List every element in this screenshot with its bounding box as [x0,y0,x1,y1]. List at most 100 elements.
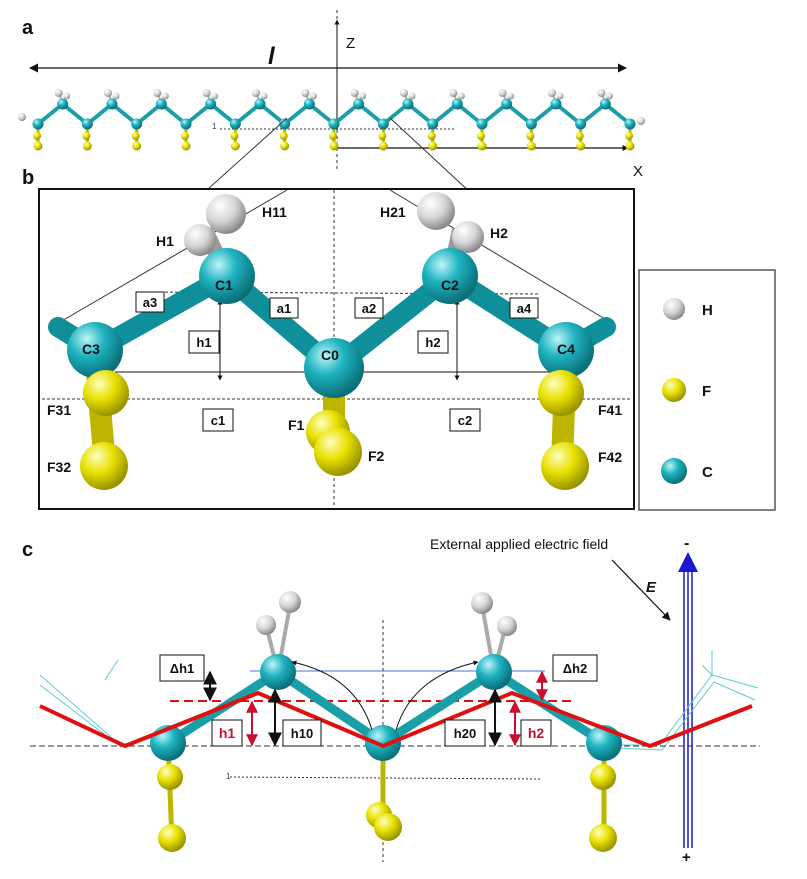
c-atom-f-left-a [157,764,183,790]
chain-h-atom [605,92,613,100]
chain-f-atom [329,141,339,151]
label-c1: C1 [215,277,233,293]
pvdf-chain-overview [18,89,645,151]
origin-tick-label: 1 [212,122,217,131]
label-dh2: Δh2 [563,661,588,676]
atom-h11 [206,194,246,234]
label-c2-geom: c2 [458,413,472,428]
chain-c-atom [377,118,389,130]
c-atom-h-d [497,616,517,636]
chain-c-atom [353,98,365,110]
c-atom-f-mid-b [374,813,402,841]
legend-h-label: H [702,302,713,319]
chain-f-atom [625,141,635,151]
label-c2: C2 [441,277,459,293]
field-caption: External applied electric field [430,536,608,552]
chain-h-atom [63,92,71,100]
chain-h-atom [309,92,317,100]
label-h1: H1 [156,233,174,249]
chain-c-atom [328,118,340,130]
label-f41: F41 [598,402,622,418]
chain-c-atom [525,118,537,130]
electric-field-arrow: - + [678,535,698,866]
chain-f-atom [477,132,485,140]
atom-h2 [452,221,484,253]
chain-f-atom [477,141,487,151]
chain-c-atom [451,98,463,110]
label-dh1: Δh1 [170,661,195,676]
label-h2: H2 [490,225,508,241]
c-atom-f-right-b [589,824,617,852]
rotation-arrows [291,660,479,731]
chain-f-atom [575,132,584,140]
chain-c-atom [402,98,414,110]
label-c1-geom: c1 [211,413,225,428]
chain-length-label: l [268,43,276,70]
label-a2: a2 [362,301,376,316]
chain-c-atom [57,98,69,110]
chain-h-atom [54,89,63,97]
label-h10: h10 [291,726,313,741]
label-h20: h20 [454,726,476,741]
chain-h-atom [161,92,169,100]
chain-f-atom [576,141,586,151]
c-atom-h-a [279,591,301,613]
z-axis-label: Z [346,35,355,52]
c-atom-h-b [256,615,276,635]
c-atom-f-right-a [590,764,616,790]
chain-c-atom [550,98,562,110]
chain-f-atom [181,141,191,151]
chain-h-atom [597,89,606,97]
label-f32: F32 [47,459,71,475]
label-f31: F31 [47,402,71,418]
chain-end-h-atom [637,117,645,125]
chain-f-atom [181,132,189,140]
panel-label-a: a [22,17,34,39]
label-a3: a3 [143,295,157,310]
chain-c-atom [599,98,611,110]
label-f1: F1 [288,417,305,433]
legend-f-icon [662,378,686,402]
chain-c-atom [106,98,118,110]
chain-h-atom [359,92,367,100]
chain-h-atom [153,89,162,97]
chain-f-atom [279,132,288,140]
detail-atoms [67,192,594,490]
atom-c1 [199,248,255,304]
field-minus: - [684,535,689,552]
label-h21: H21 [380,204,406,220]
chain-end-h-atom [18,113,26,121]
chain-h-atom [112,92,120,100]
atom-c3 [67,322,123,378]
c-atom-c2 [476,654,512,690]
chain-h-atom [498,89,507,97]
label-c0: C0 [321,347,339,363]
label-f42: F42 [598,449,622,465]
c-atom-c0 [365,725,401,761]
chain-f-atom [329,132,337,140]
chain-f-atom [33,132,41,140]
chain-h-atom [449,89,458,97]
c-atom-f-left-b [158,824,186,852]
label-h1-geom: h1 [196,335,211,350]
label-a4: a4 [517,301,532,316]
chain-f-atom [526,132,535,140]
chain-c-atom [279,118,291,130]
chain-c-atom [575,118,587,130]
chain-h-atom [408,92,416,100]
field-pointer-arrow [611,559,671,621]
chain-f-atom [33,141,43,151]
atom-f2 [314,428,362,476]
field-symbol: E [646,579,657,596]
panel-label-b: b [22,167,34,189]
chain-f-atom [378,132,387,140]
chain-h-atom [202,89,211,97]
c-atom-c1 [260,654,296,690]
chain-h-atom [457,92,465,100]
chain-f-atom [131,132,140,140]
zoom-guide-left-inner [59,189,288,323]
legend-c-icon [661,458,687,484]
atom-f31 [83,370,129,416]
label-a1: a1 [277,301,291,316]
